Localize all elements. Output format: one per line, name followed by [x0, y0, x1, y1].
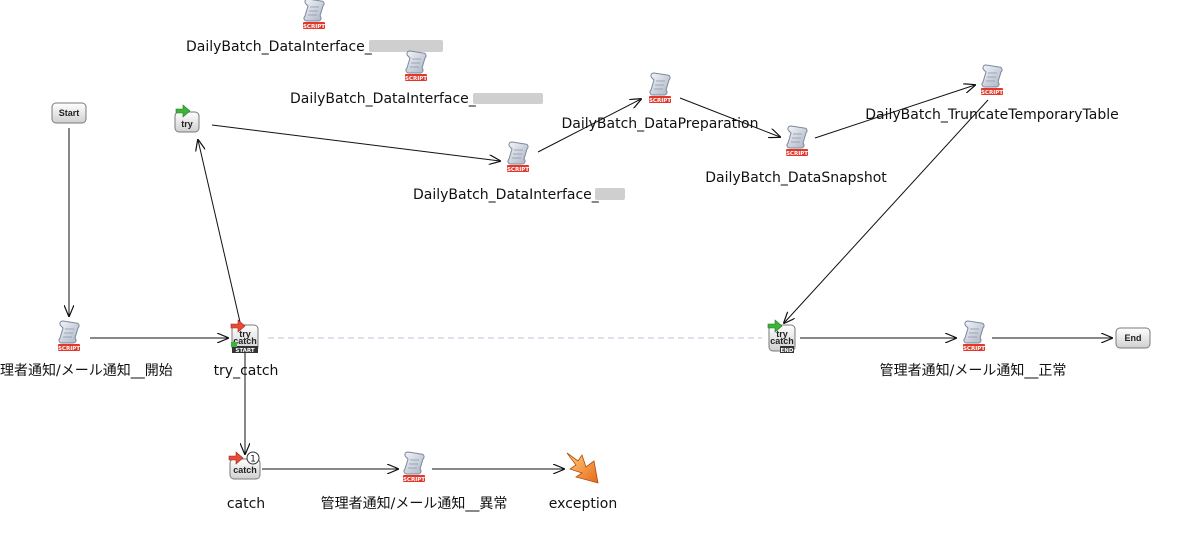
svg-text:SCRIPT: SCRIPT [963, 346, 985, 352]
edge-trycatch-to-try [198, 140, 241, 323]
script-node-notify-error[interactable]: SCRIPT [402, 451, 426, 483]
edge-snapshot-to-truncate [814, 85, 975, 139]
svg-text:SCRIPT: SCRIPT [303, 24, 325, 30]
exception-arrow-icon [566, 452, 599, 484]
green-arrow-icon [175, 104, 191, 118]
svg-text:SCRIPT: SCRIPT [405, 76, 427, 82]
script-node-notify-start[interactable]: SCRIPT [57, 320, 81, 352]
try-catch-start-node[interactable]: try catch START [230, 319, 259, 354]
svg-text:SCRIPT: SCRIPT [786, 151, 808, 157]
try-node[interactable]: try [174, 104, 200, 133]
script-label-interface-2: DailyBatch_DataInterface_ [290, 91, 477, 107]
edge-interface-3-to-preparation [537, 99, 641, 153]
svg-text:SCRIPT: SCRIPT [507, 167, 529, 173]
catch-label: catch [227, 496, 265, 512]
exception-label: exception [549, 496, 617, 512]
svg-text:catch: catch [770, 336, 794, 346]
script-label-truncate: DailyBatch_TruncateTemporaryTable [865, 107, 1119, 123]
end-label: End [1125, 333, 1142, 343]
green-marker-icon [231, 342, 237, 347]
catch-order-badge: 1 [250, 455, 256, 465]
script-label-notify-error: 管理者通知/メール通知__異常 [321, 495, 508, 512]
svg-text:SCRIPT: SCRIPT [403, 477, 425, 483]
redacted-text [369, 40, 443, 52]
end-node[interactable]: End [1115, 327, 1151, 349]
script-label-snapshot: DailyBatch_DataSnapshot [705, 170, 887, 186]
redacted-text [595, 188, 625, 200]
try-catch-icon-text: try [239, 329, 251, 339]
try-catch-end-node[interactable]: try catch END [767, 319, 796, 354]
script-label-notify-normal: 管理者通知/メール通知__正常 [880, 362, 1067, 379]
script-node-truncate[interactable]: SCRIPT [980, 64, 1004, 96]
try-catch-start-badge: START [235, 348, 255, 354]
script-node-interface-3[interactable]: SCRIPT [506, 141, 530, 173]
script-node-interface-1[interactable]: SCRIPT [302, 0, 326, 30]
green-arrow-icon [767, 319, 783, 333]
edge-truncate-to-trycatch-end [784, 99, 989, 323]
try-icon-text: try [181, 119, 193, 129]
red-arrow-icon [230, 319, 246, 333]
red-arrow-icon [228, 451, 244, 465]
redacted-text [473, 93, 543, 104]
try-catch-end-badge: END [781, 348, 794, 354]
catch-icon-text: catch [233, 465, 257, 475]
exception-node[interactable] [566, 452, 599, 484]
svg-text:try: try [776, 329, 788, 339]
start-node[interactable]: Start [51, 102, 87, 124]
script-node-notify-normal[interactable]: SCRIPT [962, 320, 986, 352]
script-node-preparation[interactable]: SCRIPT [648, 72, 672, 104]
start-label: Start [59, 108, 80, 118]
edge-try-to-interface-3 [211, 124, 500, 161]
try-catch-label: try_catch [214, 363, 279, 379]
script-label-interface-1: DailyBatch_DataInterface_ [186, 39, 373, 55]
svg-text:SCRIPT: SCRIPT [58, 346, 80, 352]
script-label-interface-3: DailyBatch_DataInterface_ [413, 187, 600, 203]
edge-preparation-to-snapshot [679, 97, 780, 137]
script-node-snapshot[interactable]: SCRIPT [785, 125, 809, 157]
edges [69, 85, 1112, 469]
svg-text:SCRIPT: SCRIPT [981, 90, 1003, 96]
catch-node[interactable]: catch 1 [228, 451, 261, 480]
script-node-interface-2[interactable]: SCRIPT [404, 50, 428, 82]
script-label-notify-start: 理者通知/メール通知__開始 [0, 362, 173, 379]
svg-text:catch: catch [233, 336, 257, 346]
svg-text:SCRIPT: SCRIPT [649, 98, 671, 104]
script-label-preparation: DailyBatch_DataPreparation [562, 116, 759, 132]
